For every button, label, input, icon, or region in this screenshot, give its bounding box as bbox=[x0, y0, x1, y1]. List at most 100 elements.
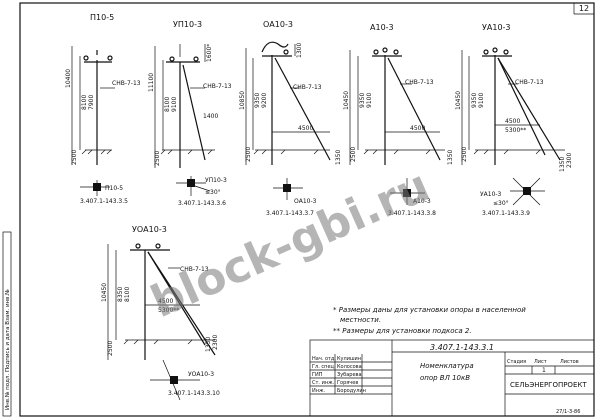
note-1: * Размеры даны для установки опоры в нас… bbox=[333, 306, 526, 314]
pole-ua10-3: УА10-3 10450 9350 9100 2500 4500 5300** … bbox=[455, 23, 573, 217]
signer-name-5: Бородулин bbox=[337, 388, 366, 394]
sheet-frame bbox=[19, 2, 595, 417]
pole-uoa10-3: УОА10-3 10450 8350 8100 2500 4500 5300**… bbox=[101, 225, 220, 401]
signer-role-1: Нач. отд. bbox=[312, 356, 336, 362]
pole-name: УА10-3 bbox=[482, 23, 511, 32]
signer-name-3: Зубарева bbox=[337, 372, 362, 378]
plan-angle: ≤30° bbox=[205, 189, 221, 196]
plan-label: П10-5 bbox=[105, 185, 123, 192]
binding-strip-text: Инв.№ подл. Подпись и дата Взам. инв.№ bbox=[5, 289, 11, 410]
dim-2: 9200 bbox=[261, 93, 268, 108]
cable-label: СНВ-7-13 bbox=[293, 84, 322, 91]
pole-p10-5: П10-5 10400 8100 7900 2500 СНВ-7-13 П10-… bbox=[65, 13, 141, 205]
doc-code: 3.407.1-143.3.1 bbox=[430, 343, 494, 352]
cable-label: СНВ-7-13 bbox=[112, 80, 141, 87]
title-block: Нач. отд. Кулишин Гл. спец. Колосова ГИП… bbox=[309, 339, 595, 417]
sheets-header: Листов bbox=[560, 359, 579, 365]
dim-2: 7900 bbox=[88, 95, 95, 110]
binding-strip bbox=[2, 231, 12, 417]
dim-base: 4500 bbox=[410, 125, 425, 132]
dim-2: 9100 bbox=[171, 97, 178, 112]
dim-total: 10450 bbox=[343, 91, 350, 110]
dim-side2: 2300 bbox=[566, 153, 573, 168]
organization: СЕЛЬЭНЕРГОПРОЕКТ bbox=[510, 381, 587, 389]
stage-header: Стадия bbox=[507, 359, 526, 365]
dim-total: 10450 bbox=[455, 91, 462, 110]
note-2: ** Размеры для установки подкоса 2. bbox=[333, 327, 472, 335]
dim-total: 10400 bbox=[65, 69, 72, 88]
pole-name: А10-3 bbox=[370, 23, 394, 32]
dim-base: 4500 bbox=[505, 118, 520, 125]
notes: * Размеры даны для установки опоры в нас… bbox=[333, 306, 526, 335]
signer-name-4: Горячев bbox=[337, 380, 358, 386]
plan-code: 3.407.1-143.3.8 bbox=[388, 210, 436, 217]
sheet-number: 12 bbox=[579, 4, 589, 13]
plan-label: УОА10-3 bbox=[188, 371, 214, 378]
pole-up10-3: УП10-3 11100 8100 9100 2500 1600* 1400 С… bbox=[148, 20, 232, 207]
cable-label: СНВ-7-13 bbox=[203, 83, 232, 90]
plan-code: 3.407.1-143.3.9 bbox=[482, 210, 530, 217]
dim-1: 8100 bbox=[164, 97, 171, 112]
cable-label: СНВ-7-13 bbox=[515, 79, 544, 86]
dim-base2: 5300** bbox=[158, 307, 179, 314]
signer-name-1: Кулишин bbox=[337, 356, 361, 362]
dim-ground: 2500 bbox=[71, 150, 78, 165]
pole-name: УОА10-3 bbox=[132, 225, 167, 234]
dim-1: 8350 bbox=[117, 287, 124, 302]
note-1-cont: местности. bbox=[340, 316, 381, 324]
dim-total: 10450 bbox=[101, 283, 108, 302]
pole-name: ОА10-3 bbox=[263, 20, 293, 29]
dim-top: 1600* bbox=[206, 44, 213, 62]
signer-role-3: ГИП bbox=[312, 372, 323, 378]
cable-label: СНВ-7-13 bbox=[405, 79, 434, 86]
plan-code: 3.407.1-143.3.10 bbox=[168, 390, 220, 397]
pole-name: УП10-3 bbox=[173, 20, 202, 29]
dim-2: 9100 bbox=[366, 93, 373, 108]
dim-brace: 1400 bbox=[203, 113, 218, 120]
doc-title-2: опор ВЛ 10кВ bbox=[420, 374, 470, 382]
sheet-value: 1 bbox=[542, 367, 546, 374]
plan-code: 3.407.1-143.3.7 bbox=[266, 210, 314, 217]
dim-ground: 2500 bbox=[154, 151, 161, 166]
dim-side: 1350 bbox=[205, 337, 212, 352]
plan-label: УП10-3 bbox=[205, 177, 227, 184]
dim-total: 10850 bbox=[239, 91, 246, 110]
footer-code: 27/1-3-86 bbox=[556, 409, 580, 415]
sheet-header: Лист bbox=[534, 359, 547, 365]
dim-base: 4500 bbox=[298, 125, 313, 132]
signer-role-2: Гл. спец. bbox=[312, 364, 336, 370]
plan-label: ОА10-3 bbox=[294, 198, 317, 205]
dim-ground: 2500 bbox=[245, 147, 252, 162]
dim-side2: 2300 bbox=[212, 335, 219, 350]
dim-1: 9350 bbox=[359, 93, 366, 108]
dim-2: 9100 bbox=[478, 93, 485, 108]
dim-base: 4500 bbox=[158, 298, 173, 305]
signer-role-5: Инж. bbox=[312, 388, 326, 394]
dim-side: 1350 bbox=[335, 150, 342, 165]
pole-name: П10-5 bbox=[90, 13, 114, 22]
dim-1: 9350 bbox=[471, 93, 478, 108]
dim-1: 8100 bbox=[81, 95, 88, 110]
plan-code: 3.407.1-143.3.6 bbox=[178, 200, 226, 207]
cable-label: СНВ-7-13 bbox=[180, 266, 209, 273]
dim-base2: 5300** bbox=[505, 127, 526, 134]
dim-2: 8100 bbox=[124, 287, 131, 302]
pole-oa10-3: ОА10-3 10850 9350 9200 2500 1300 4500 13… bbox=[239, 20, 342, 217]
dim-ground: 2500 bbox=[350, 147, 357, 162]
signer-role-4: Ст. инж. bbox=[312, 380, 335, 386]
dim-top: 1300 bbox=[296, 43, 303, 58]
doc-title-1: Номенклатура bbox=[420, 362, 474, 370]
plan-angle: ≤30° bbox=[493, 200, 509, 207]
signer-name-2: Колосова bbox=[337, 364, 362, 370]
plan-code: 3.407.1-143.3.5 bbox=[80, 198, 128, 205]
dim-ground: 2500 bbox=[461, 147, 468, 162]
dim-side: 1350 bbox=[447, 150, 454, 165]
plan-label: А10-3 bbox=[413, 198, 431, 205]
dim-side: 1350 bbox=[559, 157, 566, 172]
pole-a10-3: А10-3 10450 9350 9100 2500 4500 1350 СНВ… bbox=[343, 23, 454, 217]
dim-total: 11100 bbox=[148, 73, 155, 92]
dim-1: 9350 bbox=[254, 93, 261, 108]
dim-ground: 2500 bbox=[107, 341, 114, 356]
plan-label: УА10-3 bbox=[480, 191, 502, 198]
